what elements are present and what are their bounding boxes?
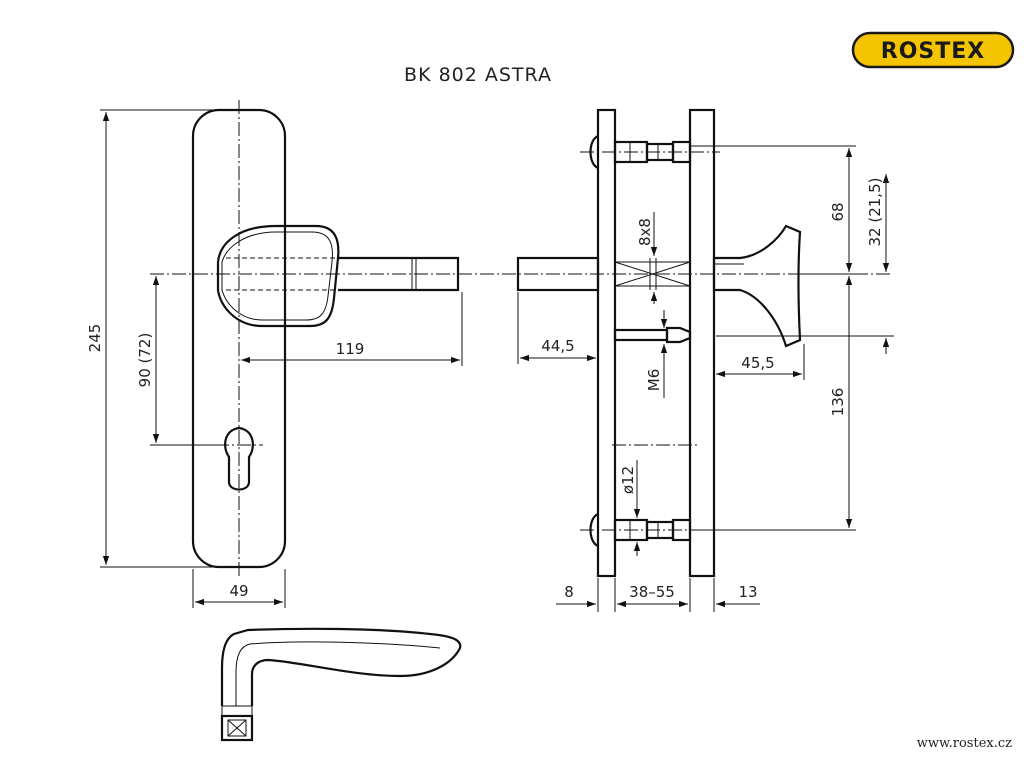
dim-handle-spacing: 90 (72) — [136, 333, 154, 388]
handle-rose — [216, 224, 340, 328]
dim-bolt-top-distance: 68 — [829, 202, 847, 221]
front-view — [150, 100, 480, 578]
dim-inner-plate-thickness: 13 — [738, 583, 757, 601]
website-url: www.rostex.cz — [917, 736, 1012, 751]
inner-handle-profile — [712, 224, 802, 348]
dim-screw-thread: M6 — [645, 369, 663, 392]
m6-screw — [613, 326, 692, 344]
handle-top-view — [220, 627, 462, 742]
dim-plate-width: 49 — [229, 582, 248, 600]
side-dimensions: 44,5 45,5 8x8 M6 ø12 68 32 (21,5) 136 — [517, 145, 894, 612]
front-dimensions: 245 90 (72) 119 49 — [86, 109, 463, 608]
dim-spindle-square: 8x8 — [636, 218, 654, 246]
spindle-square — [220, 714, 254, 742]
rostex-logo: ROSTEX — [851, 31, 1015, 69]
dim-plate-height: 245 — [86, 324, 104, 353]
inner-plate — [688, 108, 716, 578]
dim-bolt-bottom-distance: 136 — [829, 388, 847, 417]
handle-lever — [338, 256, 460, 292]
dim-spindle-length: 44,5 — [541, 337, 574, 355]
keyhole — [224, 426, 254, 491]
spindle — [516, 256, 691, 292]
outer-plate — [596, 108, 617, 578]
dim-handle-length: 119 — [336, 340, 365, 358]
logo-text: ROSTEX — [881, 39, 985, 64]
dim-outer-plate-thickness: 8 — [564, 583, 574, 601]
dim-bolt-diameter: ø12 — [619, 466, 637, 494]
dim-handle-projection: 45,5 — [741, 354, 774, 372]
handle-profile — [220, 627, 462, 706]
upper-bolt — [613, 140, 692, 164]
dim-door-thickness: 38–55 — [629, 583, 675, 601]
drawing-title: BK 802 ASTRA — [404, 64, 552, 86]
dim-bolt-offset: 32 (21,5) — [866, 178, 884, 247]
